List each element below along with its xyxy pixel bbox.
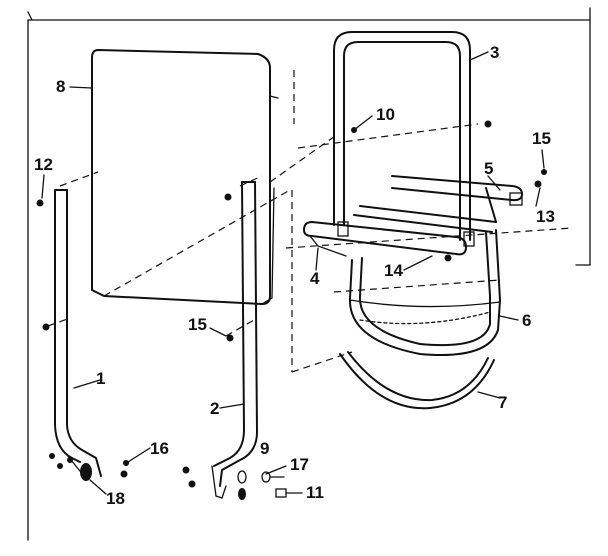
- label-part-2: 2: [210, 399, 219, 418]
- seat-sling: [348, 229, 501, 356]
- curved-strap: [339, 351, 495, 410]
- label-part-15b: 15: [188, 315, 207, 334]
- label-part-4: 4: [310, 269, 320, 288]
- leader-lines: [41, 51, 545, 495]
- alignment-lines: [47, 70, 573, 373]
- label-part-18: 18: [106, 489, 125, 508]
- label-part-1: 1: [96, 369, 105, 388]
- right-side-frame: [211, 181, 258, 499]
- label-part-16: 16: [150, 439, 169, 458]
- label-part-3: 3: [490, 43, 499, 62]
- label-part-11: 11: [306, 483, 324, 502]
- label-part-15a: 15: [532, 129, 551, 148]
- handle-frame: [333, 31, 475, 247]
- backrest-board: [91, 49, 279, 305]
- left-side-frame: [54, 189, 102, 477]
- label-part-9: 9: [260, 439, 269, 458]
- label-part-6: 6: [522, 311, 531, 330]
- label-part-7: 7: [498, 393, 507, 412]
- label-part-17: 17: [290, 455, 309, 474]
- label-part-14: 14: [384, 261, 403, 280]
- label-part-5: 5: [484, 159, 493, 178]
- label-part-10: 10: [376, 105, 395, 124]
- label-part-12: 12: [34, 155, 53, 174]
- label-part-8: 8: [56, 77, 65, 96]
- page-border: [27, 7, 591, 541]
- label-part-13: 13: [536, 207, 555, 226]
- fasteners: [36, 120, 547, 500]
- seat-frame: [303, 175, 523, 257]
